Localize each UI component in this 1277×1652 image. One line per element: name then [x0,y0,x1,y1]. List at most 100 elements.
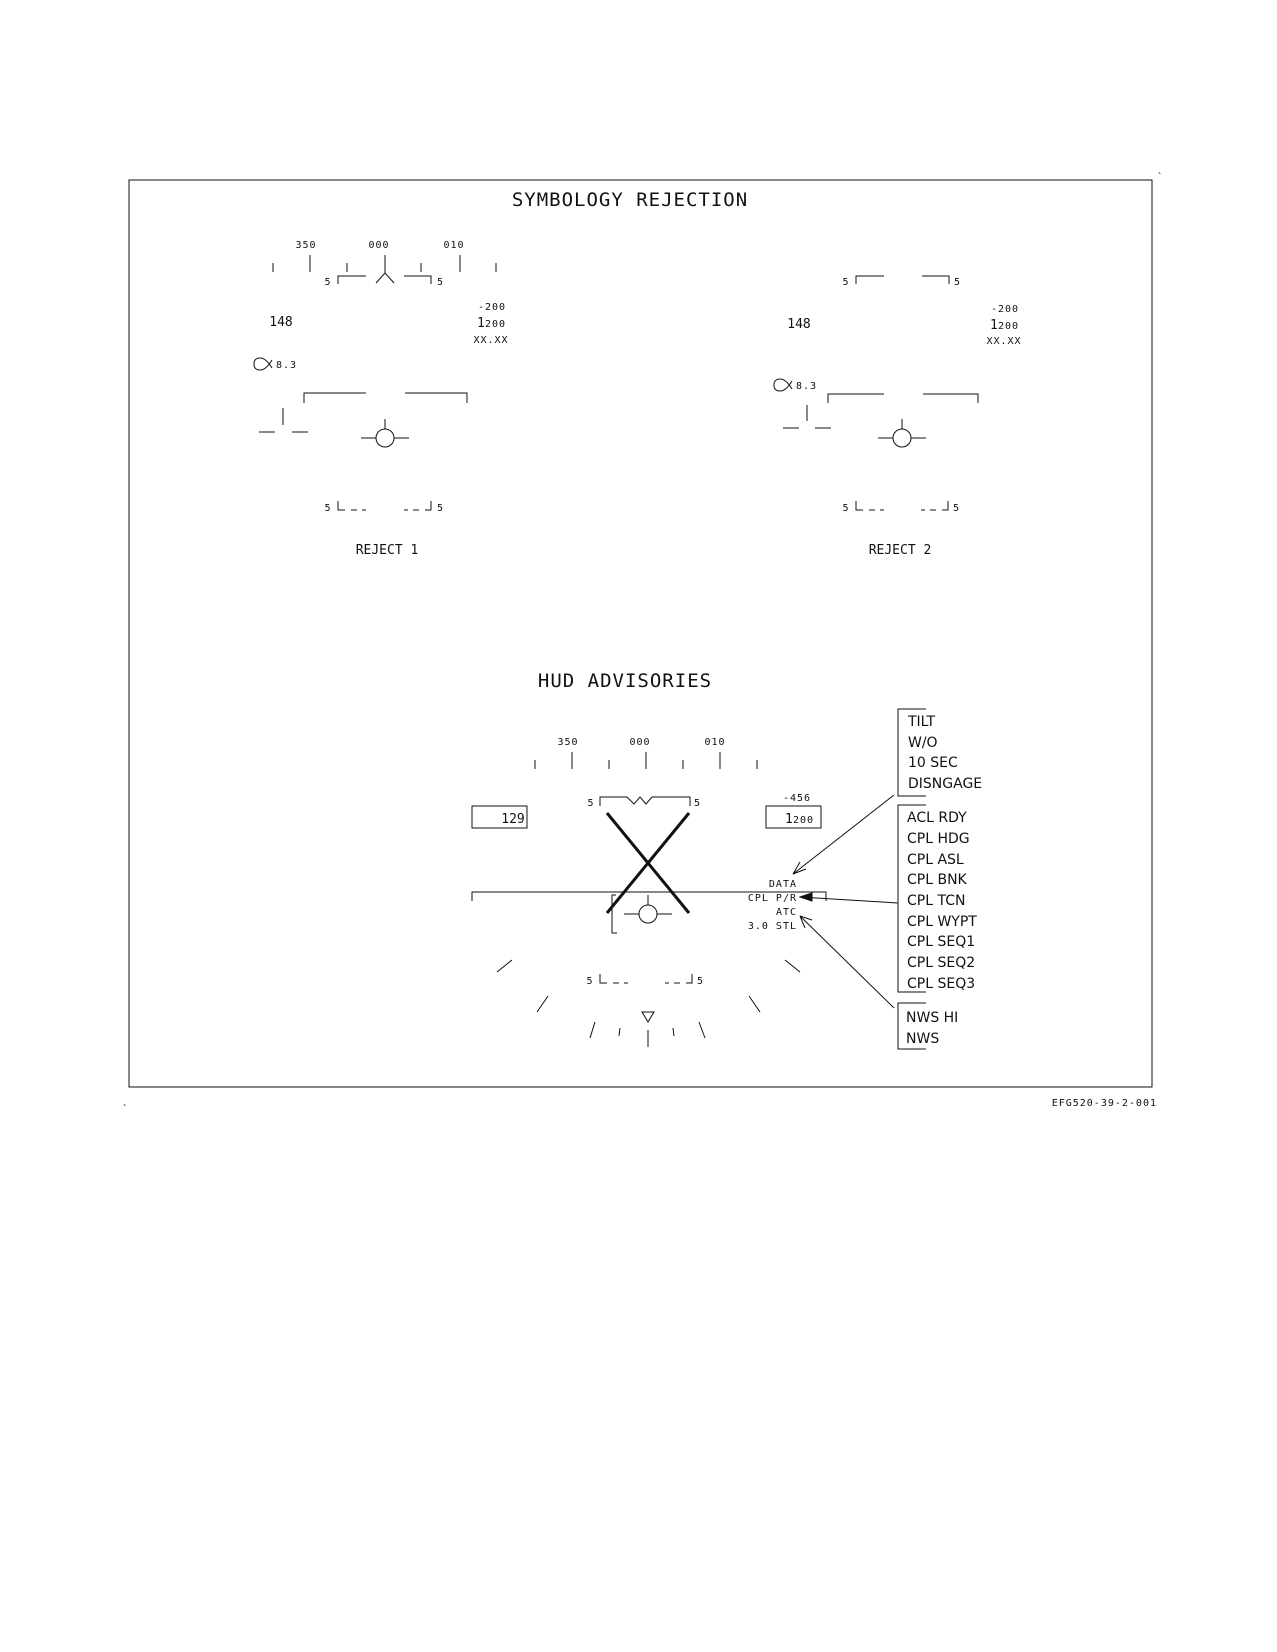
hud-advisory-data: DATA [769,879,797,890]
advisory-group2-item: CPL SEQ1 [907,934,975,950]
advisory-group2-item: CPL TCN [907,893,965,909]
hud-bank-pointer [641,1011,655,1023]
hud-pitch-bottom-right: 5 [697,976,704,987]
reject1-aoa-bracket [259,408,308,433]
reject1-heading-350: 350 [295,240,316,251]
advisory-group1-bracket [897,708,926,797]
advisory-group1: TILT W/O 10 SEC DISNGAGE [907,714,982,792]
reject1-label: REJECT 1 [356,543,419,558]
hud-failure-cross [605,812,691,914]
reject2-altitude: 200 [998,321,1019,332]
advisory-group2-item: CPL ASL [907,852,964,868]
hud-altitude: 200 [793,815,814,826]
reject2-vvi: -200 [991,304,1019,315]
reject2-pitch-top-right: 5 [954,277,961,288]
hud-airspeed: 129 [501,812,524,827]
reject1-aoa-icon [253,357,273,371]
advisory-group2-item: CPL SEQ3 [907,976,975,992]
advisory-group3-item: NWS [906,1031,939,1047]
hud-heading-350: 350 [557,737,578,748]
reject1-pitch-line-top-right [404,275,432,284]
advisory-group3-item: NWS HI [906,1010,958,1026]
hud-pitch-bottom-left: 5 [586,976,593,987]
reject2-aoa-icon [773,378,793,392]
reject2-altitude-sub: XX.XX [986,336,1021,347]
reject2-aoa-bracket [783,405,831,429]
advisory-group2-item: CPL WYPT [907,914,977,930]
reject2-display: 5 5 148 -200 1 200 XX.XX 8.3 5 5 REJECT … [773,275,1021,558]
reject1-pitch-line-top-left [337,275,366,284]
reject1-altitude-sub: XX.XX [473,335,508,346]
reject1-vvi: -200 [478,302,506,313]
reject1-waterline-marker [375,264,395,284]
reject1-pitch-bottom-right: 5 [437,503,444,514]
advisory-group2-item: CPL BNK [907,872,968,888]
reject2-pitch-bottom-right: 5 [953,503,960,514]
reject1-pitch-line-bottom-left [337,501,366,511]
hud-airspeed-box [471,805,528,829]
hud-heading-000: 000 [629,737,650,748]
advisory-group3-bracket [897,1002,926,1050]
hud-flight-path-marker [624,895,672,924]
hud-heading-ticks [534,752,758,769]
reject1-pitch-line-bottom-right [404,501,432,511]
reject2-pitch-line-bottom-right [921,501,949,511]
reject1-aoa: 8.3 [276,360,297,371]
reject1-altitude-prefix: 1 [477,316,485,331]
hud-horizon-line [471,891,827,901]
advisory-leader-arrows [792,794,899,1009]
hud-heading-010: 010 [704,737,725,748]
reject1-flight-path-marker [361,419,409,448]
reject2-airspeed: 148 [787,317,810,332]
advisory-group1-item: 10 SEC [908,755,958,771]
reject1-pitch-bottom-left: 5 [324,503,331,514]
corner-tick-bottom: ` [122,1103,129,1115]
reject2-pitch-line-top-left [855,275,884,284]
reject2-aoa: 8.3 [796,381,817,392]
hud-pitch-top-left: 5 [587,798,594,809]
reject2-altitude-prefix: 1 [990,318,998,333]
advisory-group3: NWS HI NWS [906,1010,958,1047]
reject2-pitch-bottom-left: 5 [842,503,849,514]
advisory-group1-item: W/O [908,735,938,751]
reject1-airspeed: 148 [269,315,292,330]
reject1-heading-010: 010 [443,240,464,251]
hud-aoa-bracket [611,894,617,934]
hud-altitude-prefix: 1 [785,812,793,827]
hud-pitch-line-bottom-right [665,974,693,984]
reject2-label: REJECT 2 [869,543,932,558]
advisory-group1-item: DISNGAGE [908,776,982,792]
hud-advisory-cpl-pr: CPL P/R [748,893,797,904]
reject1-horizon-left [303,392,366,403]
reject1-pitch-top-right: 5 [437,277,444,288]
reject2-pitch-line-top-right [922,275,950,284]
reject2-pitch-line-bottom-left [855,501,884,511]
reject1-pitch-top-left: 5 [324,277,331,288]
figure-frame [128,179,1153,1088]
hud-altitude-box [765,805,822,829]
advisory-group1-item: TILT [907,714,936,730]
figure-id: EFG520-39-2-001 [1052,1098,1157,1109]
advisory-group2: ACL RDY CPL HDG CPL ASL CPL BNK CPL TCN … [907,810,977,992]
reject1-display: 350 000 010 5 5 148 -200 1 200 XX.XX 8.3 [253,240,508,558]
advisory-group2-bracket [897,804,926,993]
hud-vvi: -456 [783,793,811,804]
advisory-group2-item: ACL RDY [907,810,967,826]
reject2-pitch-top-left: 5 [842,277,849,288]
hud-advisory-atc: ATC [776,907,797,918]
hud-pitch-line-top [599,796,691,806]
hud-display: 350 000 010 5 5 129 -456 1 200 [471,737,827,1047]
hud-advisories-title: HUD ADVISORIES [538,670,712,692]
advisory-group2-item: CPL SEQ2 [907,955,975,971]
hud-bank-scale [496,959,801,1047]
symbology-rejection-title: SYMBOLOGY REJECTION [512,189,748,211]
hud-pitch-top-right: 5 [694,798,701,809]
reject2-horizon-left [827,393,884,403]
reject2-flight-path-marker [878,419,926,448]
reject1-horizon-right [405,392,468,403]
reject2-horizon-right [923,393,979,403]
reject1-altitude: 200 [485,319,506,330]
corner-tick-top: ` [1157,171,1164,183]
hud-advisory-stl: 3.0 STL [748,921,797,932]
